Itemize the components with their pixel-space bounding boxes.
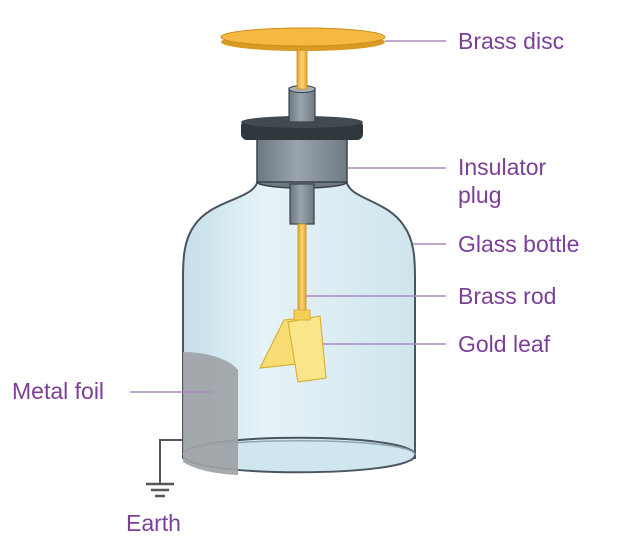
metal-foil — [183, 352, 238, 475]
gold-leaf-clip — [293, 309, 311, 321]
leader-lines — [130, 40, 446, 393]
brass-disc-top — [220, 27, 386, 47]
brass-rod-upper — [296, 47, 308, 90]
earth-wire — [159, 439, 183, 484]
label-gold-leaf: Gold leaf — [458, 331, 551, 357]
plug-sleeve-upper — [288, 87, 316, 123]
label-metal-foil: Metal foil — [12, 378, 105, 404]
brass-disc — [220, 27, 386, 51]
label-brass-disc: Brass disc — [458, 28, 565, 54]
label-earth: Earth — [126, 510, 181, 536]
earth-connection — [146, 439, 183, 498]
gold-leaf — [258, 309, 327, 383]
label-brass-rod: Brass rod — [458, 283, 557, 309]
plug-body — [256, 137, 348, 183]
label-insulator-plug-line1: Insulator — [458, 154, 547, 180]
plug-sleeve-lower — [289, 183, 315, 225]
insulator-plug — [241, 85, 363, 225]
label-insulator-plug-line2: plug — [458, 182, 502, 208]
label-glass-bottle: Glass bottle — [458, 231, 580, 257]
